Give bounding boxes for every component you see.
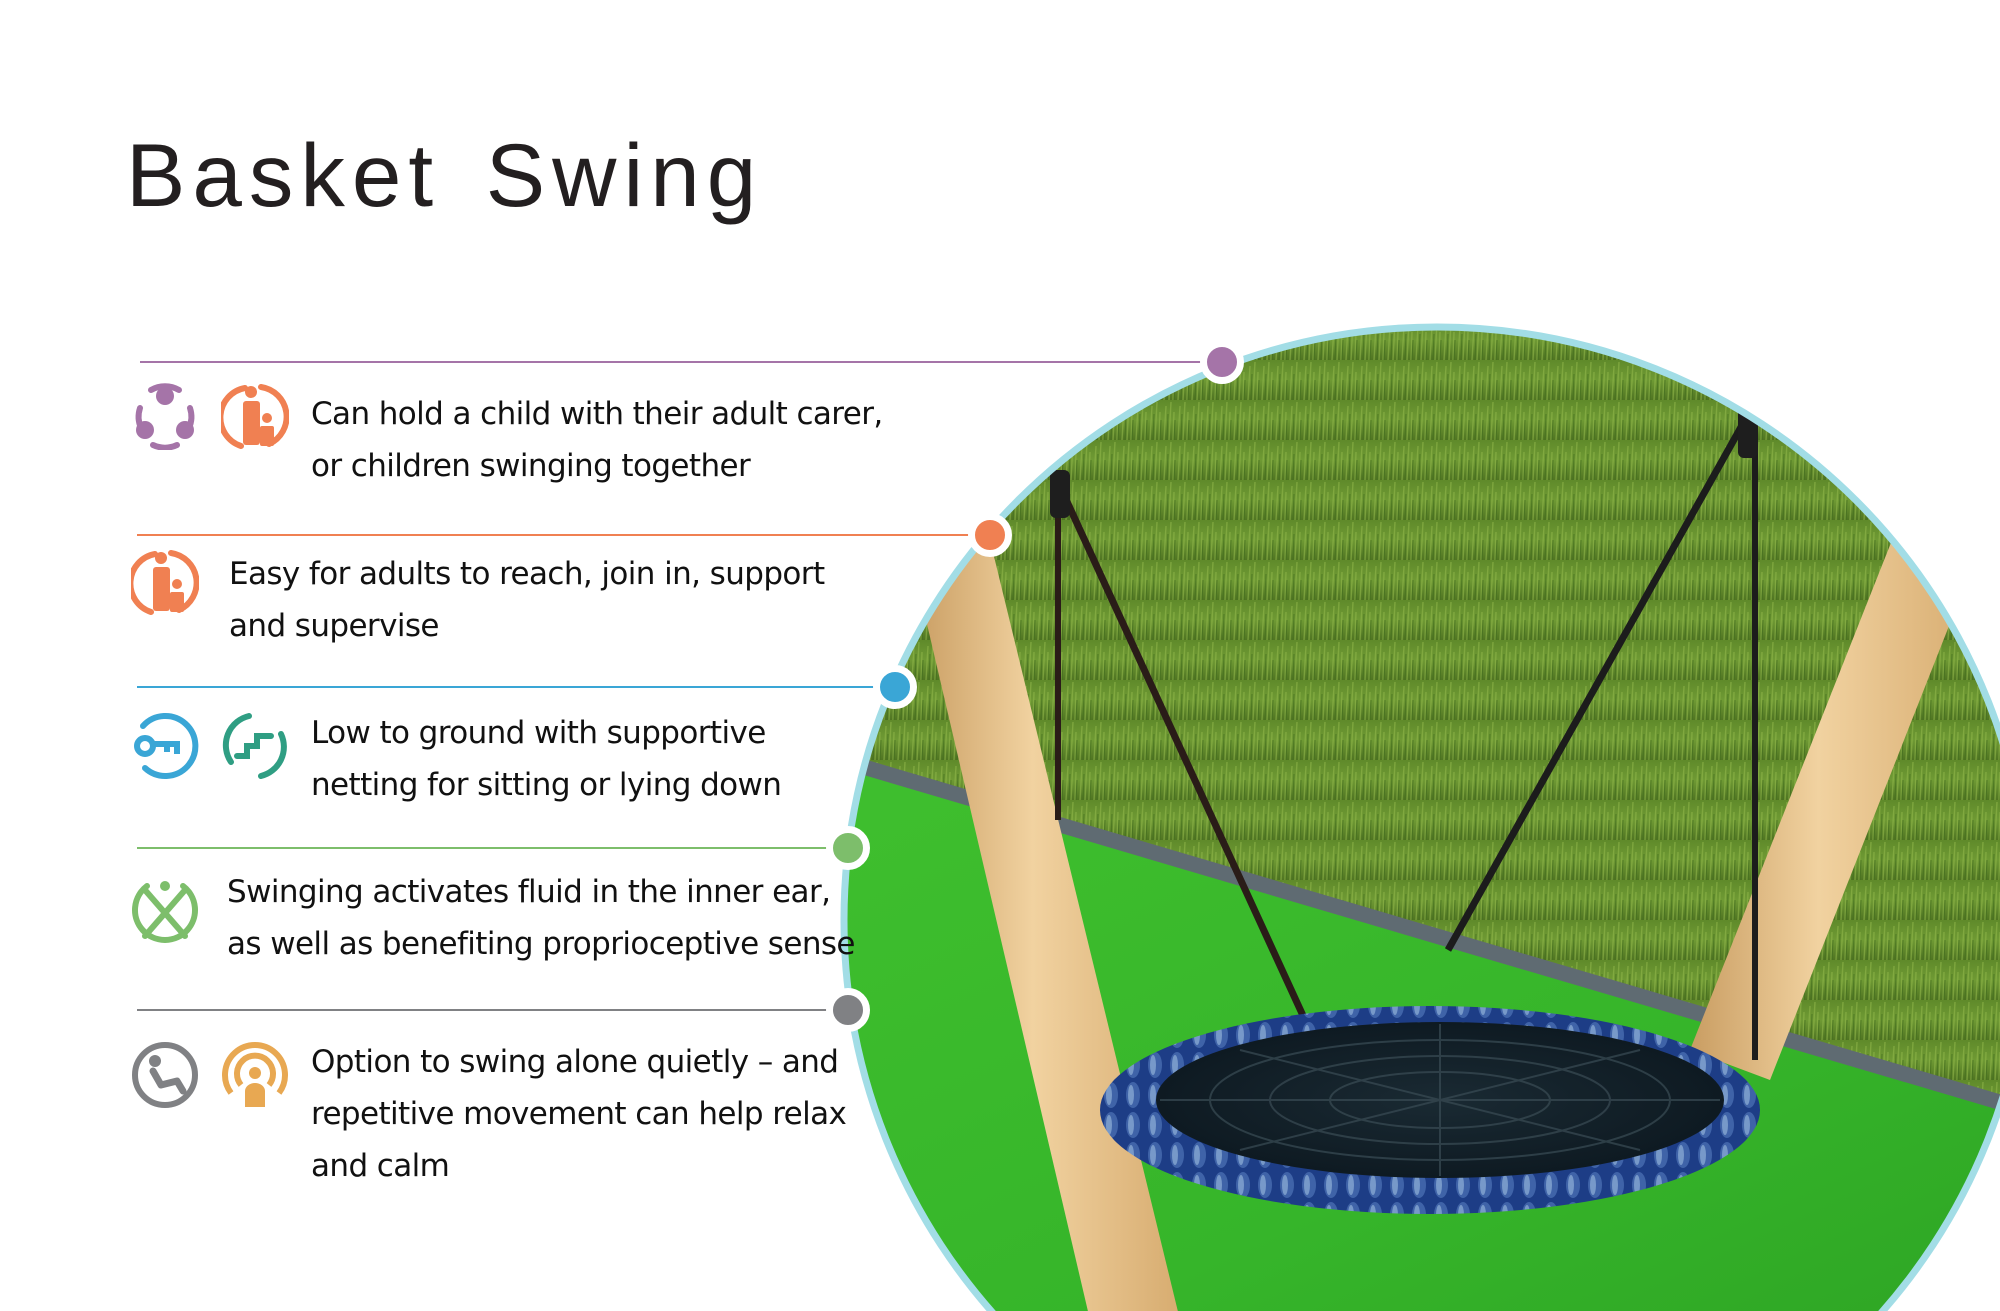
feature-text-2: Easy for adults to reach, join in, suppo… bbox=[229, 556, 825, 644]
divider-gray bbox=[137, 1009, 827, 1011]
group-circle-icon bbox=[131, 382, 199, 450]
steps-icon bbox=[221, 712, 289, 780]
key-access-icon bbox=[131, 712, 199, 780]
marker-dot-purple bbox=[1200, 340, 1244, 384]
divider-blue bbox=[137, 686, 882, 688]
marker-dot-blue bbox=[873, 665, 917, 709]
divider-purple bbox=[140, 361, 1210, 363]
feature-text-1: Can hold a child with their adult carer,… bbox=[311, 396, 883, 484]
quiet-signal-icon bbox=[221, 1041, 289, 1109]
marker-dot-green bbox=[826, 826, 870, 870]
feature-text-4: Swinging activates fluid in the inner ea… bbox=[227, 874, 855, 962]
page-title: Basket Swing bbox=[126, 125, 764, 225]
adult-child-icon bbox=[131, 548, 199, 616]
marker-dot-gray bbox=[826, 988, 870, 1032]
divider-green bbox=[137, 847, 827, 849]
adult-child-icon bbox=[221, 382, 289, 450]
marker-dot-orange bbox=[968, 513, 1012, 557]
divider-orange bbox=[137, 534, 977, 536]
reclining-person-icon bbox=[131, 1041, 199, 1109]
balance-figure-icon bbox=[131, 878, 199, 946]
